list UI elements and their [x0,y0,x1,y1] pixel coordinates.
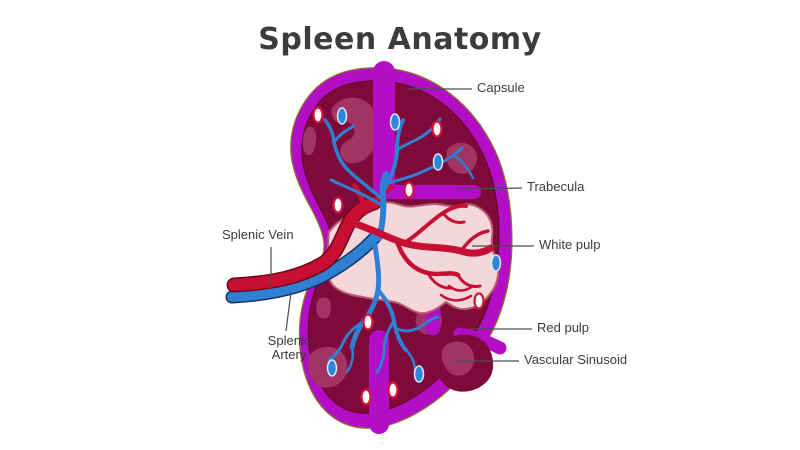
capsule-label: Capsule [477,80,525,95]
sinusoid-oval-red [362,313,374,331]
vascular-sinusoid-label: Vascular Sinusoid [524,352,628,367]
sinusoid-oval-red [403,181,415,199]
artery-branch [375,319,396,374]
leader-lines [270,88,534,362]
artery-branch [323,118,385,202]
sinusoid-oval-red [431,120,443,138]
artery-branch [329,178,385,208]
sinusoid-oval-blue [413,365,425,383]
sinusoid-oval-blue [490,254,502,272]
vein-branch [456,273,482,288]
artery-branch [327,319,366,362]
sinusoid-oval-blue [336,107,348,125]
splenic-vein-label: Splenic Vein [222,227,294,242]
sinusoid-oval-red [360,388,372,406]
splenic-artery-leader-line [285,291,292,332]
vein-branch [447,284,475,292]
vein-branch [426,271,454,290]
trabecula-label: Trabecula [527,179,585,194]
artery-branch [393,315,440,333]
vascular-sinusoid-highlight [441,341,475,376]
vein-core [228,197,380,291]
lobule-highlight [316,297,331,319]
vein-branch [441,211,466,224]
artery-branch [376,171,389,241]
splenic-artery-label-line2: Artery [271,347,307,362]
splenic-artery-vessel [225,228,384,304]
sinusoid-oval-blue [432,153,444,171]
sinusoid-oval-blue [326,359,338,377]
sinusoid-oval-red [473,292,485,310]
artery-core [227,230,382,302]
vein-branches [346,203,495,302]
splenic-artery-label: Splenic Artery [258,334,320,362]
artery-branch [332,124,356,144]
sinusoid-oval-red [312,106,324,124]
artery-branch [345,345,355,374]
sinusoid-oval-red [332,196,344,214]
sinusoid-ovals-blue [326,107,502,383]
sinusoid-ovals-red [312,106,485,406]
white-pulp-label: White pulp [539,237,601,252]
page-title: Spleen Anatomy [258,22,542,57]
red-pulp-label: Red pulp [537,320,590,335]
lobule-highlight [446,142,478,174]
trabecula-leader-line [457,187,523,190]
artery-branch [453,154,475,180]
sinusoid-oval-red [387,381,399,399]
artery-branch [349,242,382,350]
vein-branch [346,218,495,257]
sinusoid-oval-blue [389,113,401,131]
lobule-highlight [302,126,317,156]
vein-branch [459,229,490,253]
splenic-artery-label-line1: Splenic [267,333,311,348]
artery-branch [383,146,464,186]
vein-branch [439,293,473,302]
